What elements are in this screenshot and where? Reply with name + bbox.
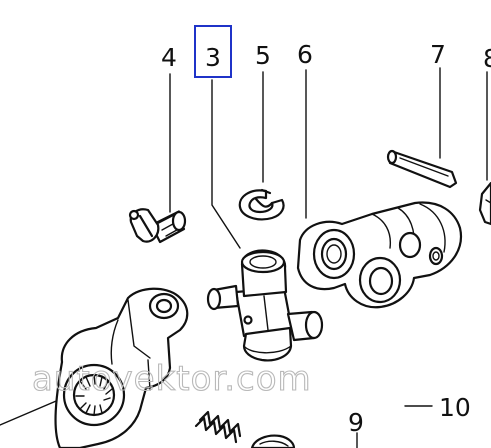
- callout-6: 6: [297, 40, 313, 69]
- spring-part-9: [194, 410, 242, 444]
- callout-3: 3: [205, 43, 221, 72]
- grease-nipple-part-4: [128, 208, 187, 244]
- callout-5: 5: [255, 41, 271, 70]
- leader-line-3: [211, 79, 241, 249]
- pin-part-7: [386, 149, 458, 189]
- callout-4: 4: [161, 43, 177, 72]
- callout-10: 10: [439, 393, 471, 422]
- callout-8: 8: [483, 44, 491, 73]
- yoke-part-6: [296, 201, 463, 309]
- callout-9: 9: [348, 408, 364, 437]
- spider-cross-part-3: [206, 249, 324, 362]
- callout-7: 7: [430, 40, 446, 69]
- bottom-fragment: [250, 434, 296, 448]
- part-8-fragment: [478, 181, 491, 226]
- callout-3-highlight-box: [194, 25, 232, 78]
- circlip-part-5: [238, 188, 285, 221]
- watermark-text: autovektor.com: [32, 359, 312, 399]
